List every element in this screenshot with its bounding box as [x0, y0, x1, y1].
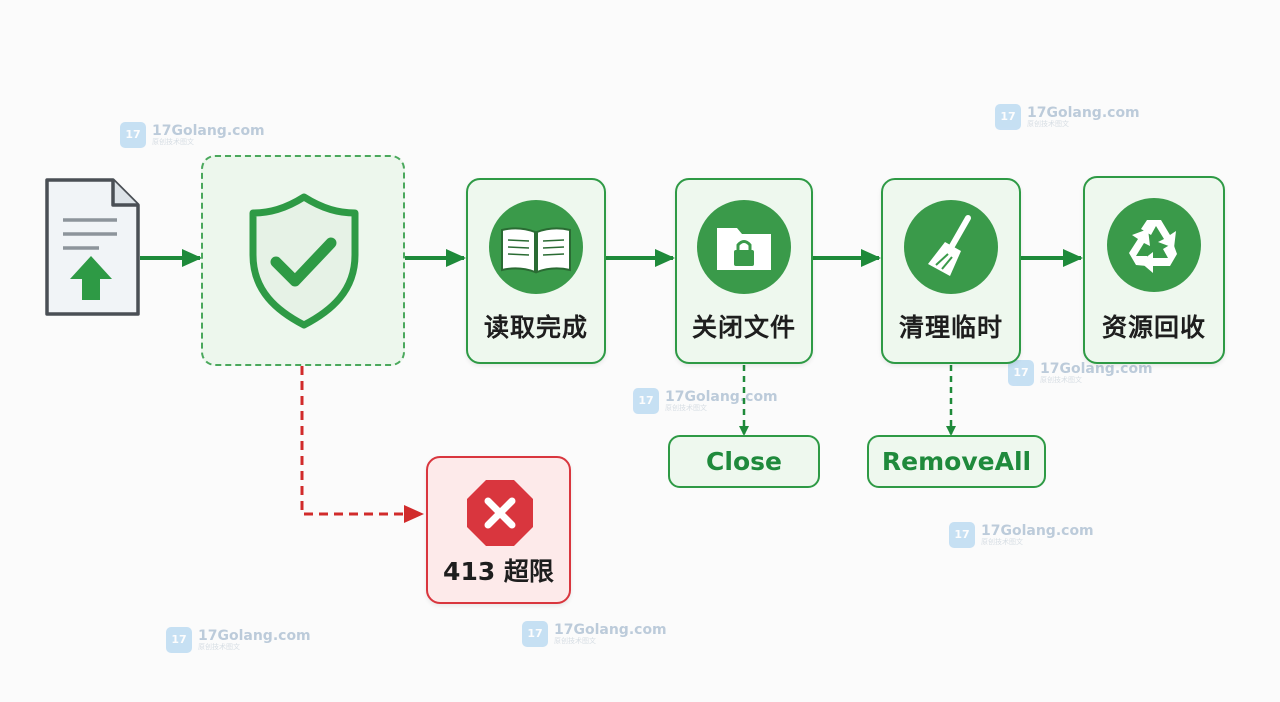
step-label: 清理临时	[898, 313, 1003, 342]
broom-icon	[904, 200, 998, 294]
remove-all-call: RemoveAll	[867, 435, 1046, 488]
read-complete-step: 读取完成	[466, 178, 606, 364]
error-x-icon	[467, 480, 533, 546]
watermark-logo-icon: 17	[995, 104, 1021, 130]
upload-document	[43, 176, 140, 318]
shield-check-icon	[249, 193, 359, 329]
validate-step	[201, 155, 405, 366]
cleanup-temp-step: 清理临时	[881, 178, 1021, 364]
step-label: 关闭文件	[691, 313, 796, 342]
arrow-validate-to-error	[300, 366, 424, 523]
file-upload-icon	[45, 178, 140, 316]
step-label: 资源回收	[1101, 313, 1206, 342]
error-label: 413 超限	[443, 557, 554, 586]
step-label: 读取完成	[483, 313, 588, 342]
watermark-logo-icon: 17	[522, 621, 548, 647]
error-413-step: 413 超限	[426, 456, 571, 604]
locked-folder-icon	[697, 200, 791, 294]
watermark-logo-icon: 17	[1008, 360, 1034, 386]
recycle-icon	[1107, 198, 1201, 292]
watermark-logo-icon: 17	[166, 627, 192, 653]
watermark-logo-icon: 17	[120, 122, 146, 148]
resource-recycle-step: 资源回收	[1083, 176, 1225, 364]
close-file-step: 关闭文件	[675, 178, 813, 364]
close-call: Close	[668, 435, 820, 488]
watermark-logo-icon: 17	[633, 388, 659, 414]
open-book-icon	[489, 200, 583, 294]
watermark-logo-icon: 17	[949, 522, 975, 548]
